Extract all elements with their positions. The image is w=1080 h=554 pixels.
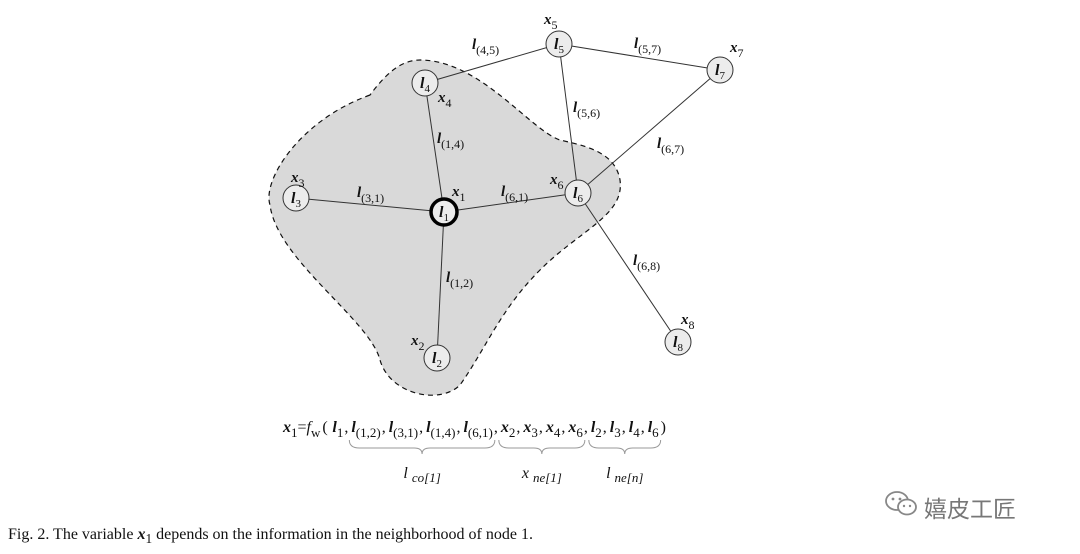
formula-term-10: l2 (591, 419, 602, 440)
edge-label-l1-l6: l(6,1) (501, 184, 528, 204)
formula-term-11: l3 (610, 419, 621, 440)
brace-1 (348, 439, 496, 455)
node-x-label-l8: x8 (680, 312, 695, 332)
edges (295, 43, 721, 359)
formula-comma: , (516, 419, 520, 436)
formula-comma: , (539, 419, 543, 436)
formula-comma: , (561, 419, 565, 436)
neighborhood-region (268, 59, 621, 396)
caption-prefix: Fig. 2. The variable (8, 526, 138, 543)
formula-term-1: l1 (332, 419, 343, 440)
node-label-l4: l4 (420, 75, 430, 95)
formula-comma: , (622, 419, 626, 436)
formula-equals: = (298, 419, 307, 436)
node-l2 (423, 344, 451, 372)
formula-term-2: l(1,2) (351, 419, 380, 440)
node-l5 (545, 30, 573, 58)
formula-comma: , (382, 419, 386, 436)
formula-term-13: l6 (648, 419, 659, 440)
edge-label-l4-l5: l(4,5) (472, 37, 499, 57)
node-l8 (664, 328, 692, 356)
figure-caption: Fig. 2. The variable x1 depends on the i… (8, 526, 533, 547)
edge-label-l1-l3: l(3,1) (357, 185, 384, 205)
formula-comma: , (603, 419, 607, 436)
formula-open-paren: ( (322, 419, 327, 436)
node-label-l8: l8 (673, 334, 683, 354)
watermark-text: 嬉皮工匠 (924, 497, 1016, 523)
node-label-l5: l5 (554, 36, 564, 56)
node-label-l6: l6 (573, 185, 583, 205)
node-x-label-l6: x6 (549, 172, 564, 192)
formula-comma: , (584, 419, 588, 436)
formula-term-3: l(3,1) (389, 419, 418, 440)
edge-l1-l2 (436, 211, 445, 359)
formula-term-7: x3 (522, 419, 538, 440)
edge-l1-l6 (443, 192, 579, 213)
node-x-label-l4: x4 (437, 90, 452, 110)
edge-l5-l7 (558, 43, 721, 71)
node-l6 (564, 179, 592, 207)
group-label-3: l ne[n] (606, 465, 643, 485)
caption-suffix: depends on the information in the neighb… (152, 526, 533, 543)
node-x-label-l2: x2 (410, 333, 425, 353)
node-x-label-l3: x3 (290, 170, 305, 190)
formula-lhs: x1 (282, 419, 298, 440)
edge-label-l6-l7: l(6,7) (657, 136, 684, 156)
caption-variable-sub: 1 (145, 531, 153, 547)
formula-term-12: l4 (629, 419, 640, 440)
formula-comma: , (456, 419, 460, 436)
formula-term-9: x6 (567, 419, 583, 440)
formula-function: fw (307, 419, 321, 440)
formula-term-6: x2 (500, 419, 516, 440)
formula-term-8: x4 (545, 419, 561, 440)
formula-comma: , (419, 419, 423, 436)
formula-close-paren: ) (661, 419, 666, 436)
node-l3 (282, 184, 310, 212)
edge-l1-l3 (295, 197, 445, 213)
edge-l1-l4 (424, 82, 445, 213)
node-x-label-l7: x7 (729, 40, 744, 60)
edge-label-l1-l4: l(1,4) (437, 131, 464, 151)
node-label-l2: l2 (432, 350, 442, 370)
edge-label-l1-l2: l(1,2) (446, 270, 473, 290)
edge-l6-l8 (577, 192, 679, 343)
formula-comma: , (494, 419, 498, 436)
formula: x1 = fw(l1,l(1,2),l(3,1),l(1,4),l(6,1),x… (282, 419, 666, 440)
formula-comma: , (641, 419, 645, 436)
group-label-1: l co[1] (403, 465, 440, 485)
edge-l6-l7 (577, 69, 721, 194)
node-l1 (429, 197, 459, 227)
edge-labels: l(1,2) l(3,1) l(1,4) l(6,1) l(4,5) l(5,6) l(5,… (357, 36, 684, 290)
formula-term-4: l(1,4) (426, 419, 455, 440)
watermark: 嬉皮工匠 (884, 490, 1016, 524)
wechat-icon (884, 490, 918, 524)
edge-label-l6-l8: l(6,8) (633, 253, 660, 273)
node-label-l1: l1 (439, 204, 449, 224)
edge-label-l5-l6: l(5,6) (573, 100, 600, 120)
caption-variable: x (137, 526, 146, 543)
brace-2 (498, 439, 586, 455)
node-x-label-l5: x5 (543, 12, 558, 32)
node-l7 (706, 56, 734, 84)
edge-label-l5-l7: l(5,7) (634, 36, 661, 56)
node-label-l3: l3 (291, 190, 301, 210)
node-l4 (411, 69, 439, 97)
formula-term-5: l(6,1) (463, 419, 492, 440)
edge-l4-l5 (424, 43, 560, 84)
node-label-l7: l7 (715, 62, 725, 82)
edge-l5-l6 (558, 43, 579, 194)
group-label-2: x ne[1] (521, 465, 562, 485)
formula-braces: l co[1] x ne[1] l ne[n] (348, 439, 662, 485)
formula-comma: , (344, 419, 348, 436)
brace-3 (588, 439, 662, 455)
node-x-label-l1: x1 (451, 184, 466, 204)
